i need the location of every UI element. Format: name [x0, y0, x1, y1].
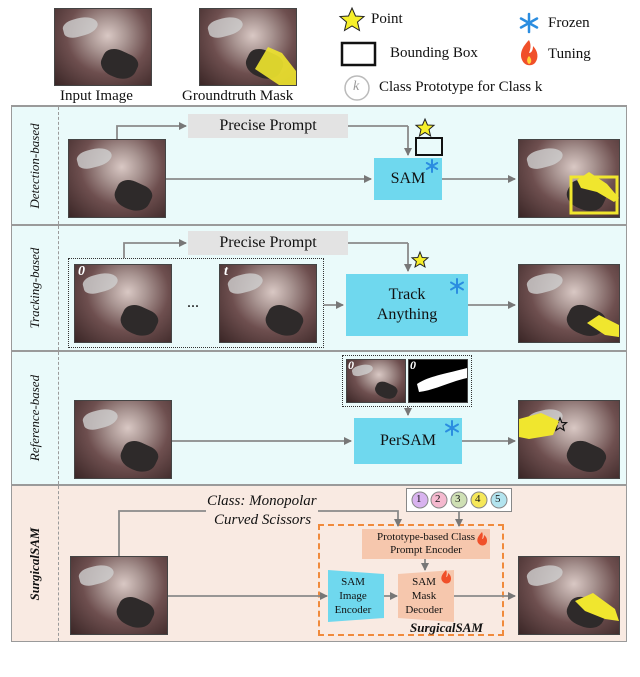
prompt-encoder-fire-icon: [477, 532, 488, 546]
tracking-ellipsis: ...: [187, 294, 199, 311]
track-anything-snowflake-icon: [450, 278, 464, 294]
class-name-line1: Class: Monopolar: [207, 493, 317, 509]
reference-output-image: [518, 400, 620, 479]
mask-decoder-fire-icon: [441, 570, 452, 584]
class-prototype-symbol: k: [353, 79, 360, 94]
prototype-3: [450, 491, 468, 509]
detection-point-star: [414, 117, 436, 138]
star-icon: [338, 6, 366, 32]
reference-pair-group: [342, 355, 472, 407]
bounding-box-label: Bounding Box: [390, 45, 478, 61]
detection-output-image: [518, 139, 620, 218]
tracking-frame-start: [74, 264, 172, 343]
reference-title-cell: Reference-based: [12, 352, 59, 484]
mask-decoder-line1: SAM: [412, 576, 436, 588]
tuning-label: Tuning: [548, 46, 591, 62]
prototype-circles: [411, 491, 508, 509]
class-prototype-label: Class Prototype for Class k: [379, 79, 543, 95]
detection-arrow-to-prompt: [116, 122, 187, 139]
tracking-frame-start-label: 0: [78, 264, 85, 279]
prototype-3-label: 3: [455, 493, 461, 505]
persam-box: PerSAM: [354, 418, 462, 464]
persam-snowflake-icon: [445, 420, 459, 436]
mask-decoder-line2: Mask: [411, 590, 437, 602]
surgicalsam-module-label: SurgicalSAM: [410, 620, 483, 635]
image-encoder-line3: Encoder: [334, 604, 372, 616]
snowflake-icon: [519, 12, 539, 34]
track-anything-line2: Anything: [376, 306, 438, 323]
prototype-5-label: 5: [495, 493, 501, 505]
tracking-arrow-to-prompt: [123, 239, 187, 258]
prototype-5: [490, 491, 508, 509]
surgicalsam-output-image: [518, 556, 620, 635]
detection-sam-snowflake-icon: [425, 159, 439, 173]
surgicalsam-title-cell: SurgicalSAM: [12, 486, 59, 641]
image-encoder-line2: Image: [339, 590, 367, 602]
tracking-point-star: [410, 250, 430, 269]
mask-decoder-shape: [398, 570, 454, 622]
reference-frame-image: [346, 359, 406, 403]
surgical-arrow-to-class: [118, 510, 206, 556]
detection-bounding-box: [415, 137, 443, 156]
input-image-label: Input Image: [60, 88, 133, 104]
tracking-frame-end: [219, 264, 317, 343]
groundtruth-mask-thumbnail: [199, 8, 297, 86]
bounding-box-icon: [340, 41, 377, 67]
surgical-arrow-class-to-encoder: [318, 510, 402, 527]
detection-input-image: [68, 139, 166, 218]
prompt-encoder-line1: Prototype-based Class: [376, 531, 476, 543]
tracking-prompt-box: Precise Prompt: [188, 231, 348, 255]
prompt-encoder-box: Prototype-based Class Prompt Encoder: [362, 529, 490, 559]
detection-title-cell: Detection-based: [12, 107, 59, 224]
prototype-4: [470, 491, 488, 509]
frozen-label: Frozen: [548, 15, 590, 31]
prototype-4-label: 4: [475, 493, 481, 505]
surgicalsam-input-image: [70, 556, 168, 635]
reference-input-image: [74, 400, 172, 479]
mask-decoder-label: SAM Mask Decoder: [400, 575, 448, 617]
track-anything-line1: Track: [388, 286, 426, 303]
tracking-title-cell: Tracking-based: [12, 226, 59, 350]
input-image-thumbnail: [54, 8, 152, 86]
reference-mask-label: 0: [410, 358, 416, 372]
point-label: Point: [371, 11, 403, 27]
prototype-1: [411, 491, 429, 509]
tracking-frames-group: [68, 258, 324, 348]
prototype-2-label: 2: [435, 493, 441, 505]
legend-icons: [338, 6, 539, 101]
detection-prompt-box: Precise Prompt: [188, 114, 348, 138]
fire-icon: [521, 40, 538, 66]
reference-mask-image: [408, 359, 468, 403]
image-encoder-label: SAM Image Encoder: [328, 575, 378, 617]
prototype-1-label: 1: [416, 493, 422, 505]
prototype-2: [430, 491, 448, 509]
track-anything-box: Track Anything: [346, 274, 468, 336]
reference-frame-label: 0: [348, 358, 354, 372]
class-name-line2: Curved Scissors: [214, 512, 312, 528]
image-encoder-shape: [328, 570, 384, 622]
class-prototype-icon: [344, 75, 370, 101]
tracking-output-image: [518, 264, 620, 343]
prompt-encoder-line2: Prompt Encoder: [390, 544, 462, 556]
tracking-frame-end-label: t: [224, 264, 228, 279]
surgicalsam-module-frame: [318, 524, 504, 636]
mask-decoder-line3: Decoder: [405, 604, 443, 616]
groundtruth-mask-label: Groundtruth Mask: [182, 88, 294, 104]
image-encoder-line1: SAM: [341, 576, 365, 588]
